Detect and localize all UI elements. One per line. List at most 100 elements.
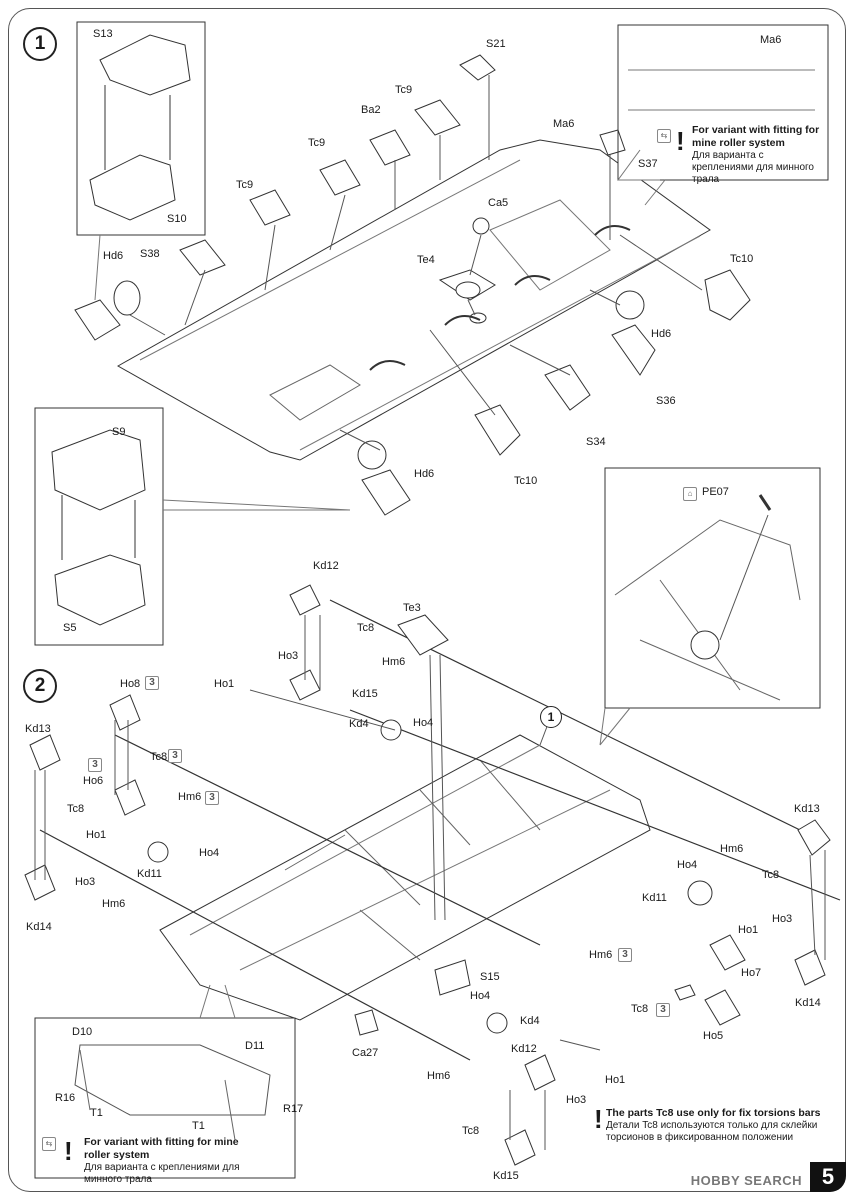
step1-part-label: Tc9 [236, 179, 254, 191]
step2-part-label: Ho4 [199, 847, 220, 859]
warning-icon-3: ! [594, 1104, 603, 1134]
step2-part-label: Hm6 [178, 791, 202, 803]
mine-roller-icon: ⇆ [657, 129, 671, 143]
inset-label-t1-b: T1 [192, 1120, 205, 1132]
step2-part-label: Ho3 [75, 876, 96, 888]
step2-part-label: Kd11 [642, 892, 667, 904]
step2-part-label: Kd12 [313, 560, 339, 572]
step2-part-label: Kd12 [511, 1043, 537, 1055]
step1-part-label: S38 [140, 248, 160, 260]
step-ref-badge: 3 [145, 676, 159, 690]
step1-part-label: Tc9 [395, 84, 413, 96]
mine-roller-note: For variant with fitting for mine roller… [692, 124, 827, 186]
step2-part-label: Tc8 [762, 869, 780, 881]
step2-part-label: Ho3 [278, 650, 299, 662]
step2-part-label: Ho4 [677, 859, 698, 871]
mine-roller-icon-2: ⇆ [42, 1137, 56, 1151]
step2-part-label: Ho4 [470, 990, 491, 1002]
step2-part-label: Kd11 [137, 868, 162, 880]
step2-part-label: Ho3 [566, 1094, 587, 1106]
step2-part-label: Ho1 [605, 1074, 626, 1086]
callout-step-1: 1 [540, 706, 562, 728]
step2-part-label: Ho8 [120, 678, 141, 690]
step-2-number: 2 [23, 669, 57, 703]
step-ref-badge: 3 [168, 749, 182, 763]
tc8-note-title: The parts Tc8 use only for fix torsions … [606, 1107, 821, 1119]
step2-part-label: Ho1 [214, 678, 235, 690]
step1-part-label: S13 [93, 28, 113, 40]
step2-part-label: Hm6 [427, 1070, 451, 1082]
step1-part-label: Ca5 [488, 197, 509, 209]
step2-part-label: Kd15 [493, 1170, 519, 1182]
step2-part-label: Te3 [403, 602, 421, 614]
step2-part-label: Kd15 [352, 688, 378, 700]
step2-part-label: Ho1 [86, 829, 107, 841]
tc8-note: The parts Tc8 use only for fix torsions … [606, 1107, 821, 1144]
step2-part-label: Hm6 [720, 843, 744, 855]
step1-part-label: S37 [638, 158, 658, 170]
inset-label-r16: R16 [55, 1092, 76, 1104]
step2-part-label: Kd4 [349, 718, 369, 730]
note-ru: Для варианта с креплениями для минного т… [692, 150, 814, 185]
step1-part-label: S10 [167, 213, 187, 225]
step1-part-label: Tc10 [730, 253, 754, 265]
step1-part-label: S9 [112, 426, 126, 438]
step2-part-label: Tc8 [150, 751, 168, 763]
note-ru-2: Для варианта с креплениями для минного т… [84, 1162, 240, 1185]
step2-part-label: Ho7 [741, 967, 762, 979]
step1-part-label: S21 [486, 38, 506, 50]
step2-part-label: Tc8 [67, 803, 85, 815]
pe07-label: PE07 [702, 486, 729, 498]
step2-part-label: Ho4 [413, 717, 434, 729]
watermark: HOBBY SEARCH [690, 1173, 802, 1188]
page-number: 5 [810, 1162, 846, 1192]
step-ref-badge: 3 [88, 758, 102, 772]
step2-part-label: Ca27 [352, 1047, 379, 1059]
step2-part-label: Ho3 [772, 913, 793, 925]
step2-part-label: Ho1 [738, 924, 759, 936]
step1-part-label: Hd6 [103, 250, 124, 262]
step-ref-badge: 3 [618, 948, 632, 962]
note-title: For variant with fitting for mine roller… [692, 124, 820, 149]
step2-part-label: Tc8 [462, 1125, 480, 1137]
warning-icon-2: ! [64, 1136, 73, 1166]
inset-label-r17: R17 [283, 1103, 304, 1115]
step1-part-label: S36 [656, 395, 676, 407]
inset-label-d11: D11 [245, 1040, 265, 1052]
step-ref-badge: 3 [205, 791, 219, 805]
step1-part-label: S5 [63, 622, 77, 634]
step-ref-badge: 3 [656, 1003, 670, 1017]
step2-part-label: S15 [480, 971, 500, 983]
mine-roller-note-2: For variant with fitting for mine roller… [84, 1136, 264, 1186]
step-1-number: 1 [23, 27, 57, 61]
step1-part-label: Hd6 [651, 328, 672, 340]
step2-part-label: Kd14 [26, 921, 52, 933]
step2-part-label: Kd13 [794, 803, 820, 815]
inset-label-t1: T1 [90, 1107, 103, 1119]
inset-label-d10: D10 [72, 1026, 93, 1038]
step2-part-label: Hm6 [102, 898, 126, 910]
inset-label: Ma6 [760, 34, 782, 46]
step2-part-label: Kd13 [25, 723, 51, 735]
step2-part-label: Kd14 [795, 997, 821, 1009]
step2-part-label: Hm6 [382, 656, 406, 668]
note-title-2: For variant with fitting for mine roller… [84, 1136, 239, 1161]
step2-part-label: Kd4 [520, 1015, 540, 1027]
tc8-note-ru: Детали Tc8 используются только для склей… [606, 1120, 818, 1143]
step2-part-label: Ho5 [703, 1030, 724, 1042]
step1-part-label: Hd6 [414, 468, 435, 480]
step1-part-label: S34 [586, 436, 606, 448]
step2-part-label: Tc8 [357, 622, 375, 634]
step1-part-label: Ma6 [553, 118, 575, 130]
warning-icon: ! [676, 126, 685, 156]
step2-part-label: Ho6 [83, 775, 104, 787]
step1-part-label: Tc10 [514, 475, 538, 487]
photo-etch-icon: ⌂ [683, 487, 697, 501]
step1-part-label: Te4 [417, 254, 435, 266]
step1-part-label: Tc9 [308, 137, 326, 149]
step1-part-label: Ba2 [361, 104, 381, 116]
step2-part-label: Tc8 [631, 1003, 649, 1015]
step2-part-label: Hm6 [589, 949, 613, 961]
